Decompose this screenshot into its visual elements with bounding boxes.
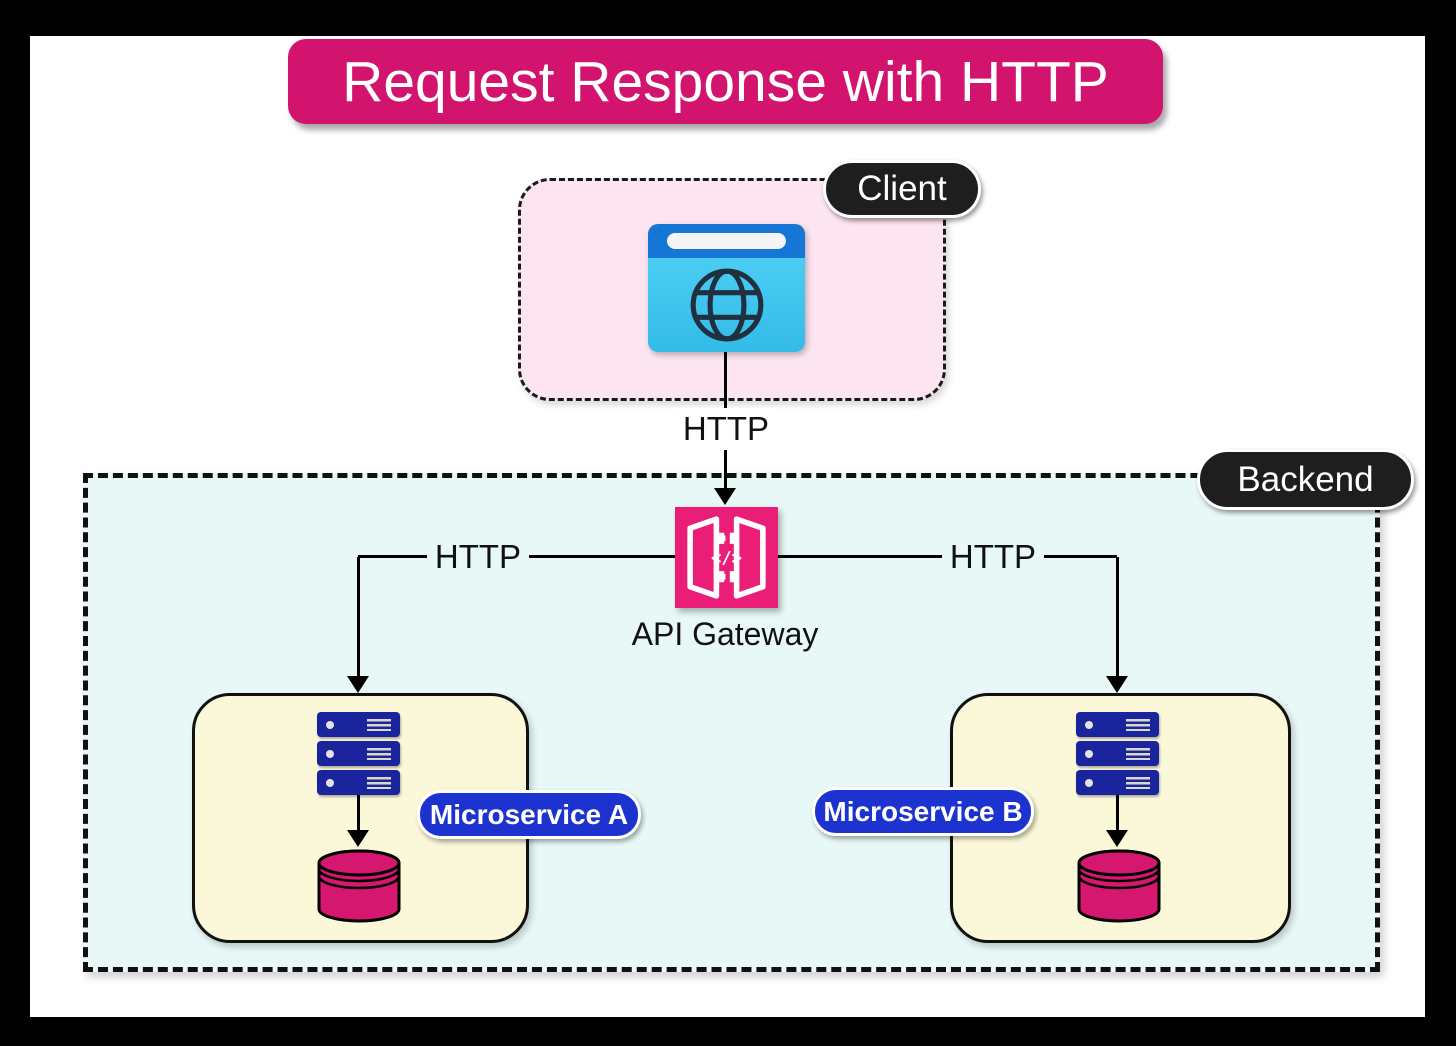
- http-label-gateway-b: HTTP: [942, 536, 1044, 578]
- arrowhead-servers-db-b: [1106, 830, 1128, 847]
- connector-servers-db-b: [1116, 795, 1119, 832]
- server-unit-icon: [317, 770, 400, 795]
- server-stack-icon-a: [317, 712, 400, 795]
- server-unit-icon: [317, 712, 400, 737]
- microservice-a-label: Microservice A: [429, 798, 629, 830]
- http-text: HTTP: [949, 538, 1037, 575]
- code-glyph: </>: [711, 549, 742, 569]
- server-unit-icon: [1076, 741, 1159, 766]
- database-icon-b: [1075, 847, 1163, 925]
- server-unit-icon: [1076, 712, 1159, 737]
- arrowhead-gateway-a: [347, 676, 369, 693]
- api-gateway-label: API Gateway: [631, 616, 819, 652]
- backend-badge-label: Backend: [1237, 459, 1374, 499]
- http-text: HTTP: [682, 410, 770, 447]
- microservice-b-badge: Microservice B: [812, 787, 1034, 836]
- arrowhead-client-gateway: [714, 488, 736, 505]
- connector-gateway-a-vertical: [357, 557, 360, 677]
- diagram-title: Request Response with HTTP: [342, 49, 1109, 114]
- globe-icon: [690, 268, 763, 342]
- api-gateway-icon: </>: [675, 507, 778, 608]
- http-label-client-gateway: HTTP: [675, 408, 777, 450]
- server-unit-icon: [317, 741, 400, 766]
- connector-servers-db-a: [357, 795, 360, 832]
- database-icon-a: [315, 847, 403, 925]
- backend-badge: Backend: [1197, 449, 1414, 510]
- server-unit-icon: [1076, 770, 1159, 795]
- client-badge-label: Client: [857, 169, 947, 208]
- browser-titlebar: [648, 224, 805, 258]
- browser-address-bar: [667, 233, 786, 249]
- title-banner: Request Response with HTTP: [288, 39, 1163, 124]
- server-stack-icon-b: [1076, 712, 1159, 795]
- microservice-b-label: Microservice B: [823, 795, 1023, 827]
- arrowhead-servers-db-a: [347, 830, 369, 847]
- diagram-page: Request Response with HTTP: [30, 36, 1425, 1017]
- arrowhead-gateway-b: [1106, 676, 1128, 693]
- microservice-a-badge: Microservice A: [417, 790, 641, 839]
- browser-body: [648, 258, 805, 352]
- connector-gateway-b-vertical: [1116, 557, 1119, 677]
- http-text: HTTP: [434, 538, 522, 575]
- api-gateway-glyph: </>: [687, 516, 766, 599]
- http-label-gateway-a: HTTP: [427, 536, 529, 578]
- browser-icon: [648, 224, 805, 352]
- client-badge: Client: [823, 160, 981, 218]
